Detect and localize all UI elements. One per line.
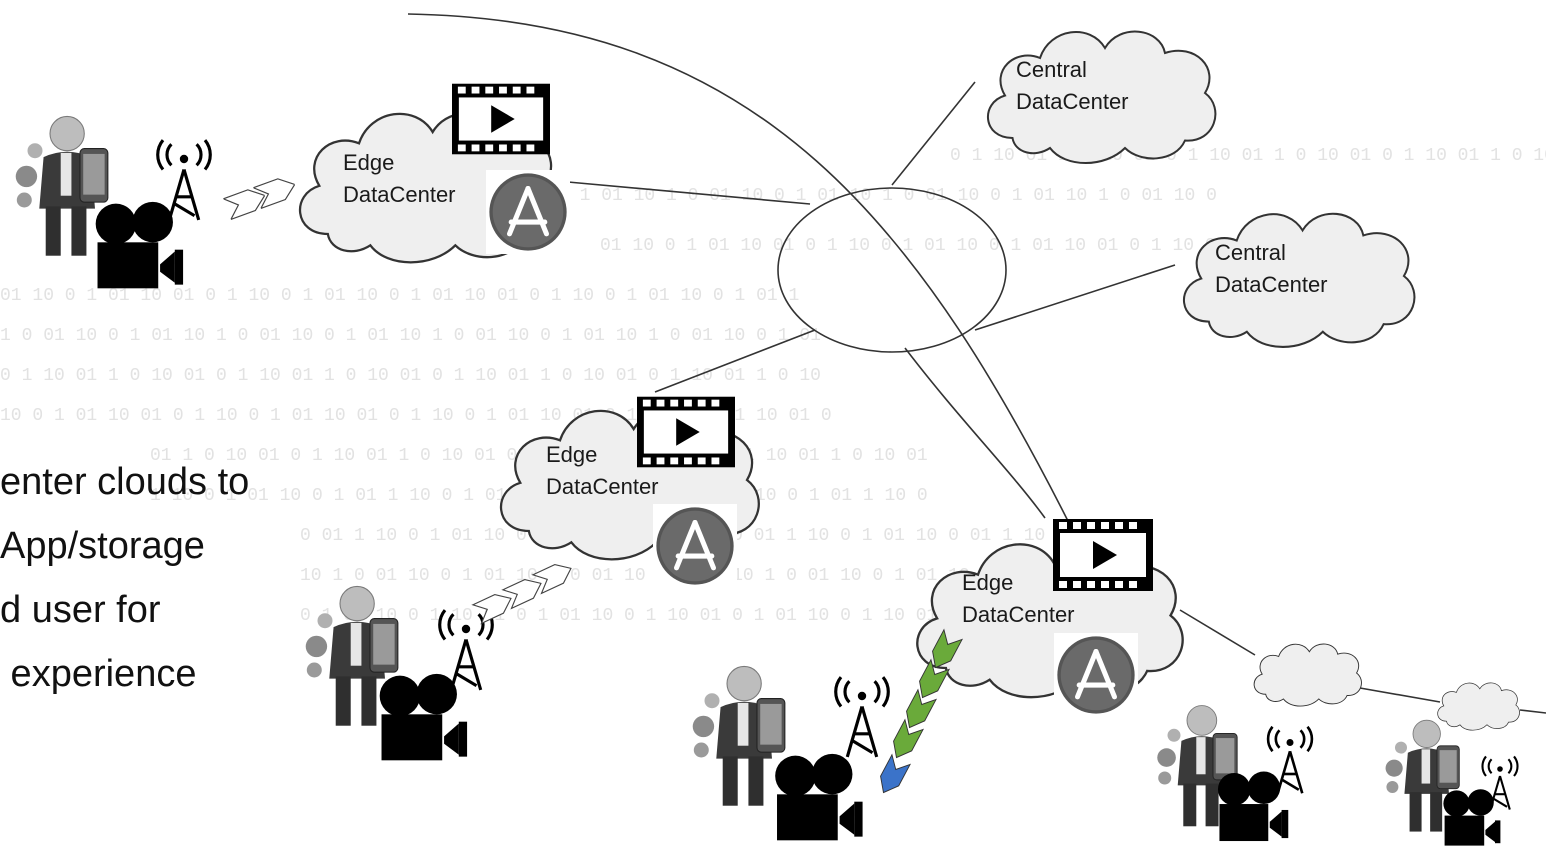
svg-text:1 0 01 10 0 1 01 10 1 0 01 10: 1 0 01 10 0 1 01 10 1 0 01 10 0 1 01 10 …: [0, 326, 821, 346]
video-camera-icon: [1443, 789, 1501, 846]
link-cloud-out: [1519, 709, 1546, 714]
edge-datacenter-line2: DataCenter: [962, 602, 1075, 627]
app-store-icon: [653, 504, 737, 588]
side-caption-line4: experience: [0, 653, 197, 695]
central-datacenter-line1: Central: [1215, 240, 1286, 265]
link-core-central1: [891, 81, 976, 186]
data-arrow-icon: [873, 629, 963, 798]
svg-text:01 10 0 1 01 10 01 0 1 10 0 1: 01 10 0 1 01 10 01 0 1 10 0 1 01 10 0 1 …: [600, 236, 1345, 256]
user-with-phone-icon: [1385, 719, 1460, 833]
link-edge1-core: [567, 181, 811, 205]
svg-text:01 10 0 1 01 10 01 0 1 10 0 1: 01 10 0 1 01 10 01 0 1 10 0 1 01 10 0 1 …: [0, 286, 799, 306]
video-camera-icon: [379, 673, 468, 761]
network-links: [407, 13, 1546, 714]
backbone-arc: [407, 13, 1086, 556]
link-core-central2: [974, 264, 1176, 331]
link-edge3-cloud: [1179, 609, 1256, 656]
side-caption-line3: d user for: [0, 589, 161, 631]
core-router-ellipse: [777, 187, 1007, 353]
small-cloud-1: [1253, 643, 1363, 707]
user-with-phone-icon: [692, 665, 786, 807]
radio-tower-icon: [834, 675, 890, 759]
edge-datacenter-line2: DataCenter: [343, 182, 456, 207]
video-camera-icon: [775, 753, 863, 841]
edge-datacenter-line1: Edge: [546, 442, 598, 467]
side-caption-line2: App/storage: [0, 525, 205, 567]
central-datacenter-line1: Central: [1016, 57, 1087, 82]
central-datacenter-line2: DataCenter: [1016, 89, 1129, 114]
data-arrow-icon: [222, 173, 300, 221]
central-datacenter-line2: DataCenter: [1215, 272, 1328, 297]
film-play-icon: [452, 83, 550, 155]
edge-datacenter-line2: DataCenter: [546, 474, 659, 499]
edge-datacenter-line1: Edge: [962, 570, 1014, 595]
app-store-icon: [1054, 633, 1138, 717]
app-store-icon: [486, 170, 570, 254]
video-camera-icon: [1217, 771, 1289, 842]
user-with-phone-icon: [15, 115, 109, 257]
svg-text:1 0 01 10 0 1 01 10 1 0 01 10: 1 0 01 10 0 1 01 10 1 0 01 10 0 1 01 10 …: [450, 186, 1217, 206]
side-caption-line1: enter clouds to: [0, 461, 250, 503]
small-cloud-2: [1437, 682, 1520, 731]
edge-datacenter-line1: Edge: [343, 150, 395, 175]
video-camera-icon: [95, 201, 184, 289]
link-cloud-cloud: [1359, 687, 1441, 703]
link-core-edge3: [904, 347, 1046, 519]
link-core-edge2: [654, 329, 816, 393]
side-caption: enter clouds to App/storage d user for exp…: [0, 450, 249, 706]
svg-text:0 1 10 01 1 0 10 01 0 1 10 01: 0 1 10 01 1 0 10 01 0 1 10 01 1 0 10 01 …: [0, 366, 821, 386]
